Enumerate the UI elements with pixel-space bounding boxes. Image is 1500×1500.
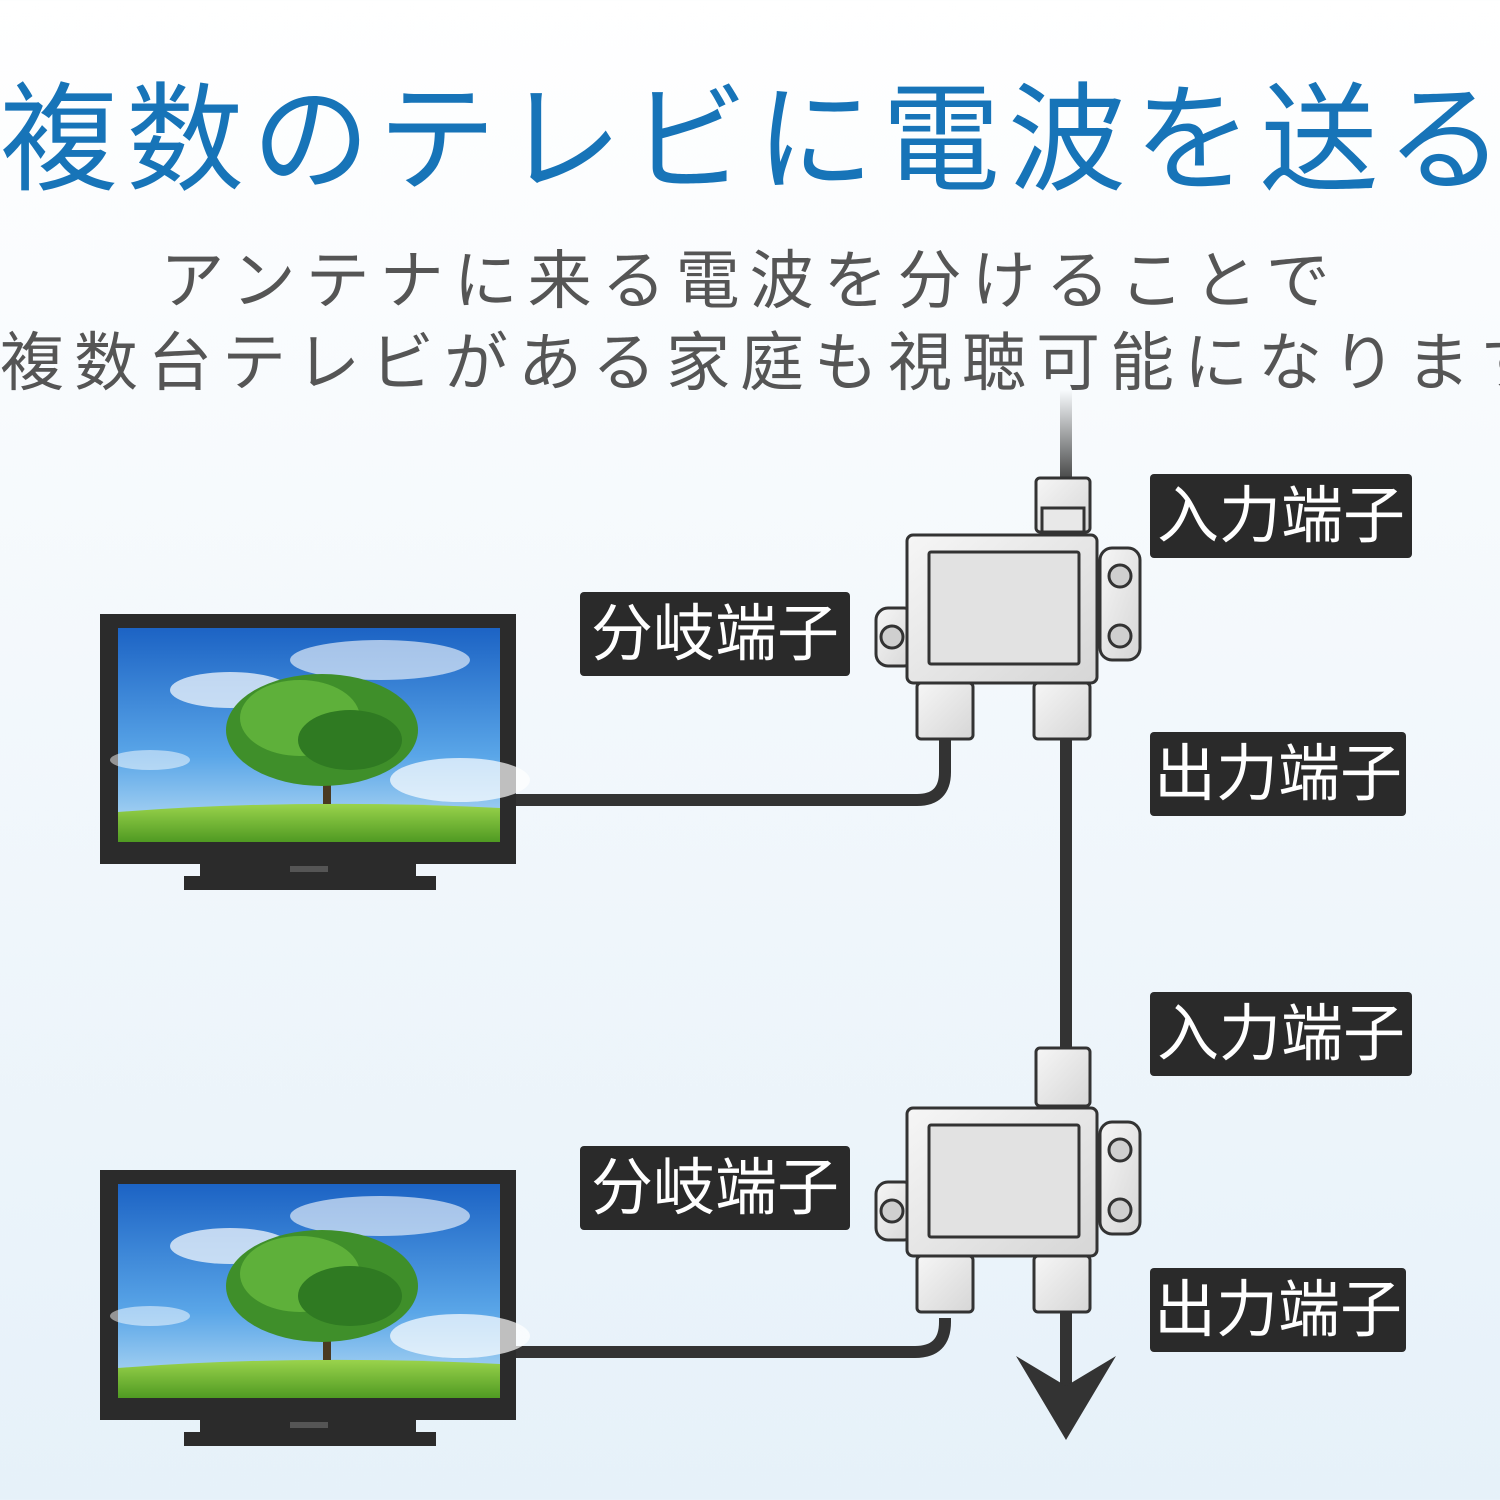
- trunk-cable: [1060, 730, 1072, 1050]
- antenna-cable: [1060, 390, 1072, 490]
- branch-terminal-label-2: 分岐端子: [580, 1146, 850, 1230]
- branch-cable-2: [515, 1318, 951, 1358]
- arrow-down-icon: [1016, 1356, 1116, 1440]
- branch-terminal-label-1: 分岐端子: [580, 592, 850, 676]
- splitter-icon: [874, 476, 1142, 741]
- subtitle-line-2: 複数台テレビがある家庭も視聴可能になります: [0, 327, 1500, 401]
- output-terminal-label-2: 出力端子: [1150, 1268, 1406, 1352]
- output-cable: [1060, 1310, 1072, 1390]
- tv-icon: [100, 1170, 530, 1446]
- subtitle-line-1: アンテナに来る電波を分けることで: [160, 245, 1340, 319]
- tv-icon: [100, 614, 530, 890]
- branch-cable-1: [515, 740, 951, 806]
- input-terminal-label-1: 入力端子: [1150, 474, 1412, 558]
- output-terminal-label-1: 出力端子: [1150, 732, 1406, 816]
- splitter-icon: [874, 1046, 1142, 1314]
- page-title: 複数のテレビに電波を送る: [0, 71, 1500, 209]
- input-terminal-label-2: 入力端子: [1150, 992, 1412, 1076]
